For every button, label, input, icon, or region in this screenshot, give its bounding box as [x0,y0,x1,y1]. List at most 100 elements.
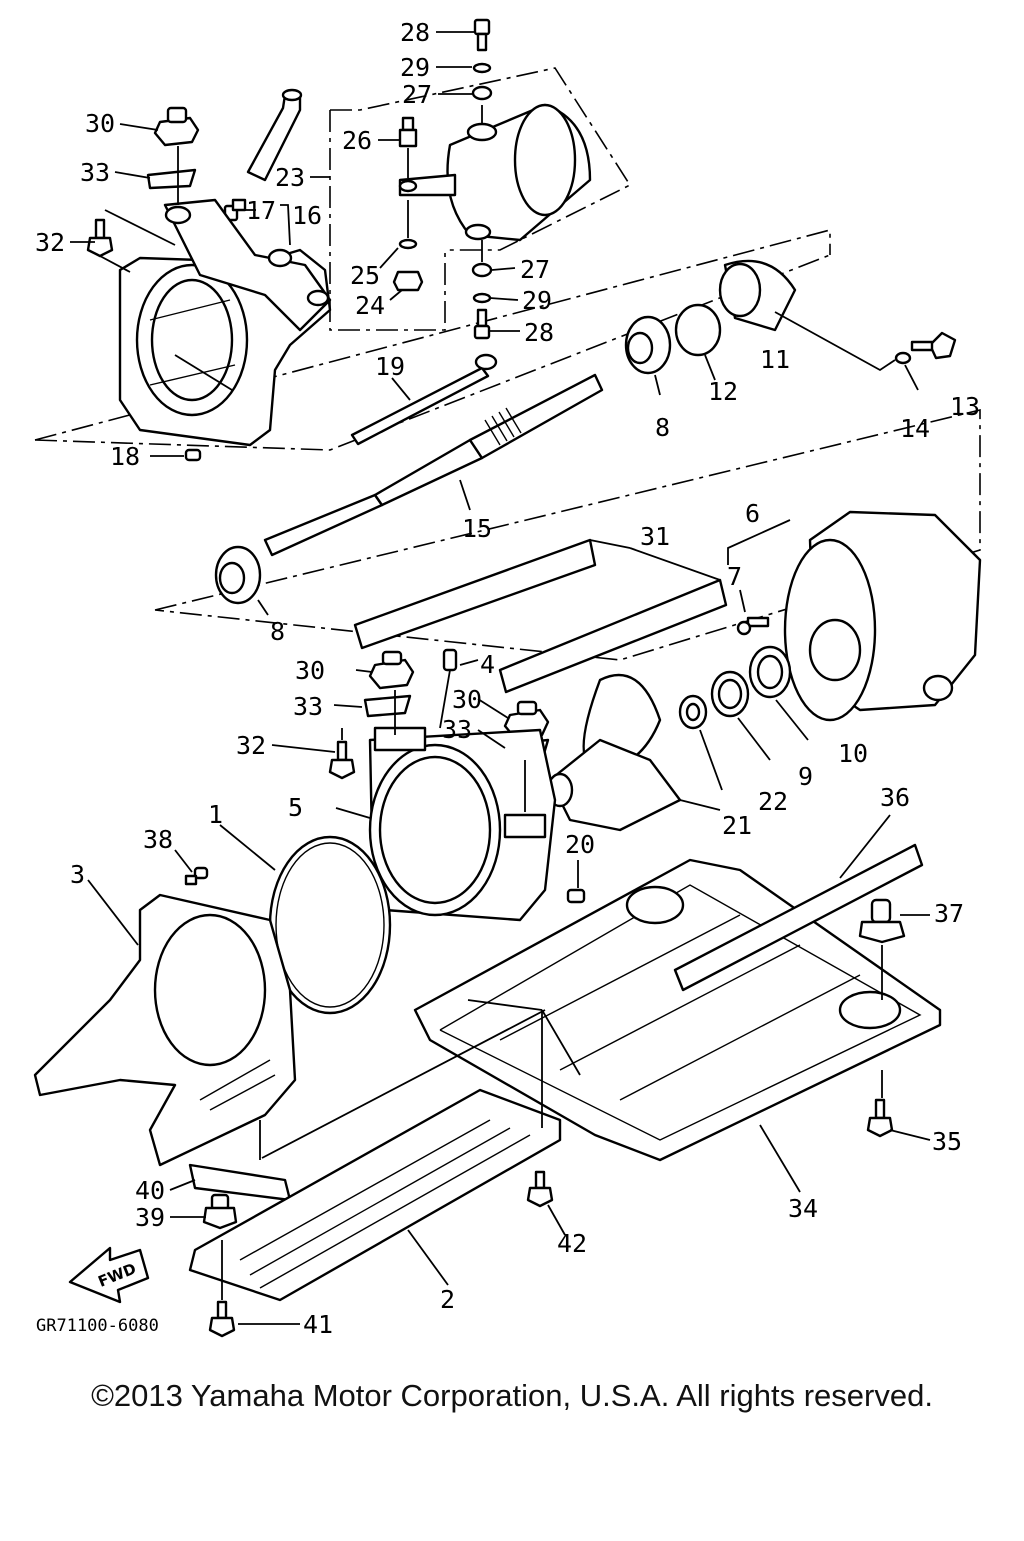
fwd-arrow-icon: FWD [68,1246,150,1304]
drawing-code: GR71100-6080 [36,1316,159,1336]
bolt-35 [866,1098,894,1138]
label-32-top: 32 [35,228,65,257]
nozzle-housing-23 [398,103,592,242]
bolt-28-top [473,18,491,52]
pin-18 [184,448,202,462]
drive-shaft-15 [263,373,604,557]
label-25: 25 [350,261,380,290]
screw-38 [184,866,209,886]
label-8-upper: 8 [655,413,670,442]
fitting-26 [398,116,418,148]
label-14: 14 [900,414,930,443]
label-28-lower: 28 [524,318,554,347]
bushing-27-lower [471,262,493,278]
bolt-28-lower [473,308,491,340]
label-4: 4 [480,650,495,679]
bolt-7 [736,616,770,636]
label-19: 19 [375,352,405,381]
label-42: 42 [557,1229,587,1258]
label-8-lower: 8 [270,617,285,646]
assembly-group-lines [34,67,981,661]
label-6: 6 [745,499,760,528]
washer-25 [398,238,418,250]
label-35: 35 [932,1127,962,1156]
ride-plate-3 [33,893,297,1167]
cap-11 [718,259,797,332]
label-17: 17 [246,196,276,225]
label-39: 39 [135,1203,165,1232]
leader-lines [70,31,931,1325]
label-7: 7 [727,562,742,591]
label-2: 2 [440,1285,455,1314]
label-24: 24 [355,291,385,320]
nut-30-middle-left [368,650,415,690]
label-38: 38 [143,825,173,854]
rod-19 [350,353,498,446]
ride-plate-frame-34 [413,858,942,1162]
label-37: 37 [934,899,964,928]
bolt-39 [202,1193,238,1230]
plate-40 [188,1163,292,1202]
part-number-labels: 28 29 27 30 26 33 23 17 16 32 25 24 27 2… [35,18,980,1339]
label-33-middle-right: 33 [442,715,472,744]
label-16: 16 [292,201,322,230]
label-26: 26 [342,126,372,155]
label-29-top: 29 [400,53,430,82]
label-30-top: 30 [85,109,115,138]
intake-grate-2 [188,1088,562,1302]
clip-33-left [363,694,412,718]
label-18: 18 [110,442,140,471]
washer-22 [678,694,708,730]
nut-37 [858,898,906,944]
label-32-middle: 32 [236,731,266,760]
label-33-middle-left: 33 [293,692,323,721]
label-22: 22 [758,787,788,816]
label-20: 20 [565,830,595,859]
label-36: 36 [880,783,910,812]
seal-10 [748,645,792,699]
copyright-notice: ©2013 Yamaha Motor Corporation, U.S.A. A… [91,1378,933,1413]
intake-housing-5 [368,726,557,922]
label-27-lower: 27 [520,255,550,284]
label-10: 10 [838,739,868,768]
label-40: 40 [135,1176,165,1205]
strip-36 [673,843,924,992]
label-3: 3 [70,860,85,889]
label-30-middle-left: 30 [295,656,325,685]
label-15: 15 [462,514,492,543]
nut-24 [392,270,424,292]
pump-housing-16 [118,198,332,447]
label-5: 5 [288,793,303,822]
bolt-41 [208,1300,236,1338]
label-30-middle-right: 30 [452,685,482,714]
nut-30-top [153,106,200,147]
label-9: 9 [798,762,813,791]
label-13: 13 [950,392,980,421]
impeller-21 [546,673,682,832]
washer-29-top [472,62,492,74]
label-1: 1 [208,800,223,829]
label-11: 11 [760,345,790,374]
hose [246,88,303,182]
label-31: 31 [640,522,670,551]
label-29-lower: 29 [522,286,552,315]
bolt-42 [526,1170,554,1208]
label-28-top: 28 [400,18,430,47]
pin-20 [566,888,586,904]
o-ring-12 [674,303,722,357]
washer-29-lower [472,292,492,304]
clip-33-top [146,168,197,190]
label-12: 12 [708,377,738,406]
bolt-32-top [86,218,114,258]
bolt-32-middle [328,740,356,780]
label-21: 21 [722,811,752,840]
label-23: 23 [275,163,305,192]
label-41: 41 [303,1310,333,1339]
washer-14 [894,351,912,365]
bearing-8-lower [214,545,262,605]
strip-31 [353,538,728,694]
bolt-13 [910,331,957,360]
stator-6 [783,510,982,722]
